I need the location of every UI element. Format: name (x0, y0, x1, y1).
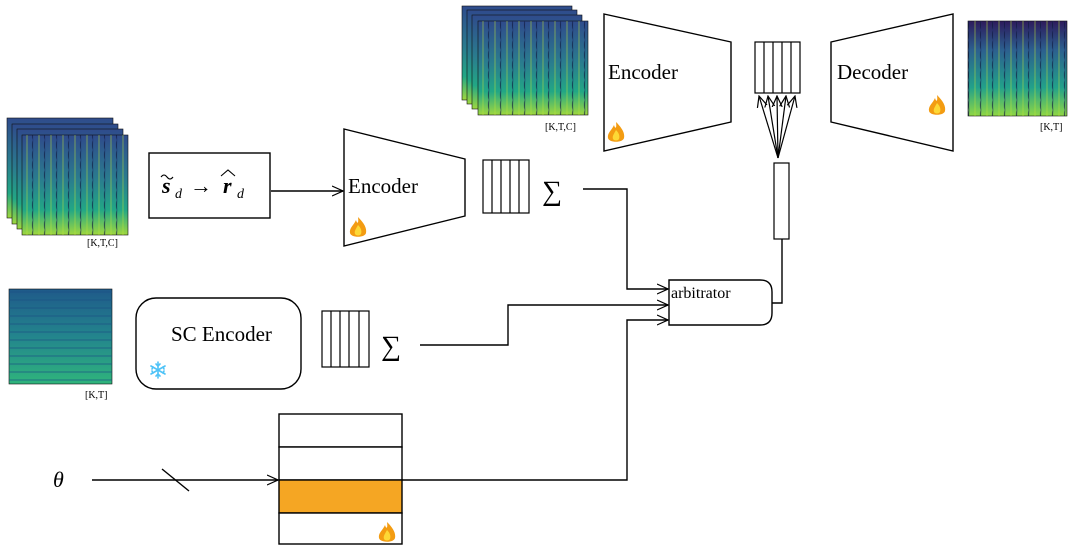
decoder-top-shape (830, 13, 954, 152)
encoder-mid-label: Encoder (348, 174, 418, 198)
formula-sub-d1: d (175, 187, 183, 202)
theta-slash (161, 468, 190, 492)
wire-mid-to-arbitrator (583, 188, 668, 289)
dim-label-mid: [K,T,C] (87, 238, 118, 249)
wire-table-to-arbitrator (402, 320, 668, 481)
latent-vector-sc (321, 310, 370, 368)
encoder-mid-shape (343, 128, 466, 247)
encoder-top-shape (603, 13, 732, 152)
wire-sc-to-arbitrator (420, 305, 668, 346)
arbitrator-box (668, 279, 773, 326)
formula-arrow: → (190, 173, 212, 198)
latent-vector-top (754, 41, 801, 94)
formula-hat (220, 169, 236, 177)
connectors (402, 188, 783, 481)
embedding-table (278, 413, 403, 545)
sc-encoder-label: SC Encoder (171, 322, 272, 346)
sum-symbol-mid: ∑ (542, 176, 562, 207)
formula-r: r (223, 173, 232, 198)
dim-label-top-right: [K,T] (1040, 122, 1063, 133)
dim-label-sc: [K,T] (85, 390, 108, 401)
decoder-top-label: Decoder (837, 60, 908, 84)
rir-transform-box (148, 152, 271, 219)
snowflake-icon (150, 361, 166, 379)
latent-vector-mid (482, 159, 530, 214)
arbitrator-label: arbitrator (671, 285, 731, 302)
dim-label-top-left: [K,T,C] (545, 122, 576, 133)
fused-vector (773, 162, 790, 240)
rir-transform-formula: s d → r d (160, 169, 245, 202)
sum-symbol-sc: ∑ (381, 331, 401, 362)
theta-symbol: θ (53, 467, 64, 492)
spectrogram-stack-top (461, 5, 589, 116)
formula-tilde (160, 174, 174, 180)
spectrogram-sc (8, 288, 113, 385)
fan-arrows (759, 96, 795, 159)
spectrogram-stack-mid (6, 117, 129, 236)
spectrogram-output (967, 20, 1068, 117)
sc-encoder-box (135, 297, 302, 390)
formula-s: s (161, 173, 171, 198)
formula-sub-d2: d (237, 187, 245, 202)
embedding-row-selected (278, 479, 403, 514)
encoder-top-label: Encoder (608, 60, 678, 84)
wire-arbitrator-to-vector (772, 239, 783, 304)
